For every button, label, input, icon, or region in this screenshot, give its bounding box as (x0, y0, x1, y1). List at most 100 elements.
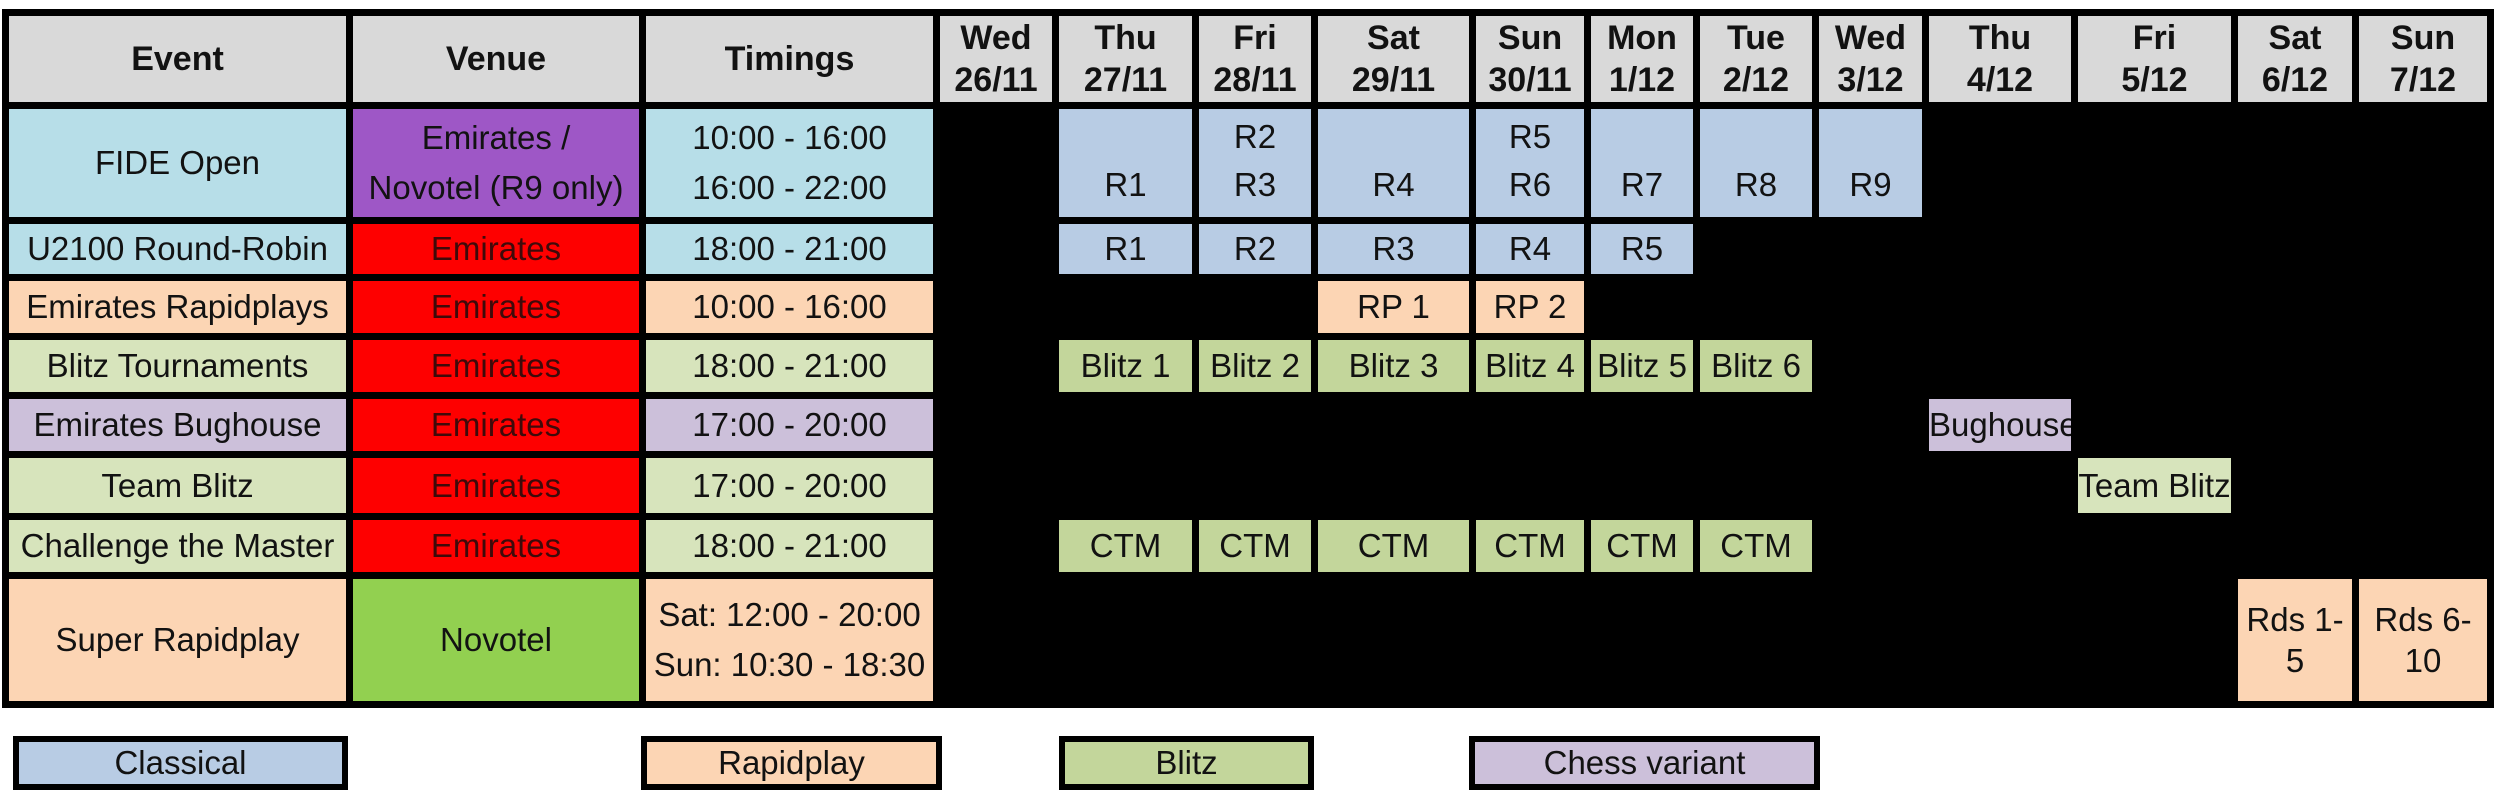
legend-rapidplay-label: Rapidplay (718, 744, 865, 781)
header-timings: Timings (646, 16, 933, 102)
row-challenge-the-master: Challenge the Master Emirates 18:00 - 21… (9, 520, 2487, 572)
empty-cell (2238, 458, 2487, 513)
schedule-cell-blitz-sun30: Blitz 4 (1476, 340, 1584, 392)
schedule-cell-fide-thu27: R1 (1059, 109, 1192, 217)
empty-cell (1929, 109, 2487, 217)
legend-classical-label: Classical (114, 744, 247, 781)
timings-cell: 17:00 - 20:00 (646, 458, 933, 513)
schedule-cell-u2100-mon1: R5 (1591, 224, 1693, 274)
empty-cell (940, 109, 1052, 217)
event-cell: U2100 Round-Robin (9, 224, 346, 274)
empty-cell (940, 458, 2071, 513)
row-emirates-bughouse: Emirates Bughouse Emirates 17:00 - 20:00… (9, 399, 2487, 451)
row-emirates-rapidplays: Emirates Rapidplays Emirates 10:00 - 16:… (9, 281, 2487, 333)
venue-cell: Emirates (353, 458, 639, 513)
schedule-cell-ctm-tue2: CTM (1700, 520, 1812, 572)
empty-cell (1819, 340, 2487, 392)
schedule-cell-rapidplay-sun30: RP 2 (1476, 281, 1584, 333)
schedule-cell-blitz-fri28: Blitz 2 (1199, 340, 1311, 392)
legend-chess-variant-label: Chess variant (1543, 744, 1746, 781)
schedule-cell-fide-mon1: R7 (1591, 109, 1693, 217)
event-cell: Emirates Bughouse (9, 399, 346, 451)
empty-cell (1591, 281, 2487, 333)
schedule-cell-ctm-sat29: CTM (1318, 520, 1469, 572)
header-event: Event (9, 16, 346, 102)
event-cell: Emirates Rapidplays (9, 281, 346, 333)
schedule-cell-fide-sat29: R4 (1318, 109, 1469, 217)
empty-cell (1819, 520, 2487, 572)
empty-cell (940, 340, 1052, 392)
schedule-cell-ctm-thu27: CTM (1059, 520, 1192, 572)
event-cell: Team Blitz (9, 458, 346, 513)
legend-classical: Classical (13, 736, 348, 790)
empty-cell (940, 579, 2231, 701)
row-fide-open: FIDE Open Emirates /Novotel (R9 only) 10… (9, 109, 2487, 217)
row-team-blitz: Team Blitz Emirates 17:00 - 20:00 Team B… (9, 458, 2487, 513)
empty-cell (1700, 224, 2487, 274)
venue-cell: Emirates /Novotel (R9 only) (353, 109, 639, 217)
empty-cell (940, 399, 1922, 451)
venue-cell: Emirates (353, 340, 639, 392)
event-cell: Challenge the Master (9, 520, 346, 572)
venue-cell: Emirates (353, 281, 639, 333)
schedule-cell-super-sat6: Rds 1-5 (2238, 579, 2352, 701)
legend-blitz-label: Blitz (1155, 744, 1218, 781)
schedule-cell-ctm-fri28: CTM (1199, 520, 1311, 572)
schedule-cell-fide-wed3: R9 (1819, 109, 1922, 217)
schedule-cell-teamblitz-fri5: Team Blitz (2078, 458, 2231, 513)
header-venue: Venue (353, 16, 639, 102)
legend-blitz: Blitz (1059, 736, 1314, 790)
schedule-cell-u2100-fri28: R2 (1199, 224, 1311, 274)
timings-cell: 18:00 - 21:00 (646, 340, 933, 392)
timings-cell: 10:00 - 16:00 (646, 281, 933, 333)
schedule-cell-blitz-sat29: Blitz 3 (1318, 340, 1469, 392)
schedule-cell-rapidplay-sat29: RP 1 (1318, 281, 1469, 333)
event-cell: Super Rapidplay (9, 579, 346, 701)
venue-cell: Emirates (353, 399, 639, 451)
venue-cell: Novotel (353, 579, 639, 701)
timings-cell: 18:00 - 21:00 (646, 224, 933, 274)
legend-chess-variant: Chess variant (1469, 736, 1820, 790)
schedule-cell-u2100-sat29: R3 (1318, 224, 1469, 274)
schedule-cell-u2100-sun30: R4 (1476, 224, 1584, 274)
schedule-cell-u2100-thu27: R1 (1059, 224, 1192, 274)
schedule-cell-blitz-tue2: Blitz 6 (1700, 340, 1812, 392)
schedule-cell-blitz-thu27: Blitz 1 (1059, 340, 1192, 392)
event-cell: Blitz Tournaments (9, 340, 346, 392)
row-super-rapidplay: Super Rapidplay Novotel Sat: 12:00 - 20:… (9, 579, 2487, 701)
row-blitz-tournaments: Blitz Tournaments Emirates 18:00 - 21:00… (9, 340, 2487, 392)
schedule-cell-fide-tue2: R8 (1700, 109, 1812, 217)
event-cell: FIDE Open (9, 109, 346, 217)
venue-cell: Emirates (353, 520, 639, 572)
schedule-cell-bughouse-thu4: Bughouse (1929, 399, 2071, 451)
schedule-cell-ctm-sun30: CTM (1476, 520, 1584, 572)
empty-cell (940, 281, 1311, 333)
timings-cell: 18:00 - 21:00 (646, 520, 933, 572)
empty-cell (940, 520, 1052, 572)
schedule-cell-ctm-mon1: CTM (1591, 520, 1693, 572)
schedule-cell-super-sun7: Rds 6-10 (2359, 579, 2487, 701)
schedule-cell-blitz-mon1: Blitz 5 (1591, 340, 1693, 392)
empty-cell (940, 224, 1052, 274)
empty-cell (2078, 399, 2487, 451)
legend-rapidplay: Rapidplay (641, 736, 942, 790)
venue-cell: Emirates (353, 224, 639, 274)
